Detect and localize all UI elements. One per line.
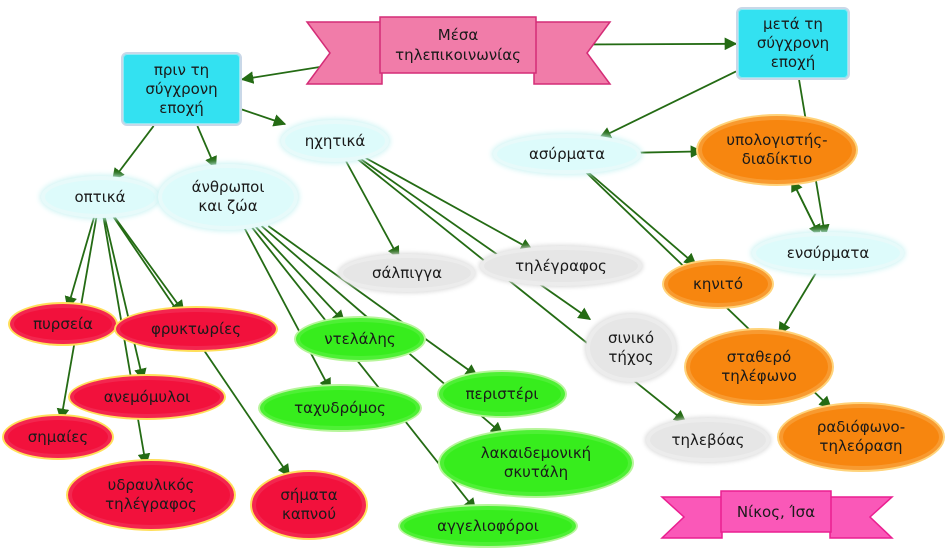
edge-ensyrmata-to-statheros [778, 269, 819, 336]
node-label: ηχητικά [304, 131, 366, 150]
node-label: ενσύρματα [786, 243, 870, 262]
author-banner [660, 490, 894, 539]
node-pyrseia: πυρσεία [14, 308, 112, 340]
edge-optika-to-pyrseia [64, 213, 96, 310]
node-anthropoi: άνθρωποι και ζώα [162, 168, 294, 226]
node-label: ασύρματα [529, 144, 605, 163]
edge-anthropoi-to-tachydromos [242, 225, 332, 392]
node-tilegrafos: τηλέγραφος [484, 250, 638, 282]
node-simata: σήματα καπνού [256, 476, 362, 534]
node-ydravlikos: υδραυλικός τηλέγραφος [72, 465, 230, 525]
node-after-modern-era: μετά τη σύγχρονη εποχή [736, 7, 850, 80]
node-label: σινικό τήχος [607, 329, 655, 366]
node-radiofono: ραδιόφωνο- τηλεόραση [783, 408, 939, 466]
author-box [720, 490, 832, 533]
node-label: λακαιδεμονική σκυτάλη [480, 444, 592, 481]
node-label: σταθερό τηλέφωνο [721, 348, 797, 385]
node-before-modern-era: πριν τη σύγχρονη εποχή [121, 52, 242, 126]
author-ribbon-back-right [829, 496, 894, 539]
edge-asyrmata-to-ypologistis [636, 145, 704, 158]
edge-anthropoi-to-ntelalis [254, 225, 346, 323]
edge-optika-to-ydravlikos [102, 213, 151, 467]
node-simaies: σημαίες [8, 420, 108, 454]
title-ribbon-back-right [533, 21, 612, 85]
node-label: αγγελιοφόροι [437, 516, 539, 535]
edge-before-to-anthropoi [196, 125, 217, 170]
node-aggeliofori: αγγελιοφόροι [404, 510, 572, 542]
edge-before-to-optika [112, 125, 155, 182]
node-kinito: κηνιτό [668, 265, 768, 303]
node-label: ντελάλης [324, 329, 396, 348]
edge-anthropoi-to-peristeri [267, 225, 479, 377]
node-tilevoas: τηλεβόας [650, 422, 766, 458]
edge-ichitika-to-siniko [358, 157, 592, 321]
edge-before-to-ichitika [241, 108, 287, 127]
node-ichitika: ηχητικά [285, 124, 385, 158]
node-label: μετά τη σύγχρονη εποχή [756, 15, 830, 71]
node-label: κηνιτό [692, 274, 743, 293]
author-label: Νίκος, Ίσα [737, 503, 815, 521]
node-ntelalis: ντελάλης [300, 322, 420, 356]
edge-ichitika-to-salpigga [343, 157, 400, 260]
node-salpigga: σάλπιγγα [343, 258, 471, 288]
node-anemomyloi: ανεμόμυλοι [74, 380, 220, 414]
edge-after-to-asyrmata [598, 70, 737, 139]
node-label: πριν τη σύγχρονη εποχή [145, 60, 218, 117]
node-ensyrmata: ενσύρματα [756, 236, 900, 270]
edge-ichitika-to-tilevoas [355, 157, 687, 423]
node-label: περιστέρι [465, 384, 539, 403]
node-peristeri: περιστέρι [443, 376, 561, 412]
node-siniko: σινικό τήχος [590, 318, 672, 378]
node-label: ανεμόμυλοι [103, 387, 191, 406]
node-lakaidemoniki: λακαιδεμονική σκυτάλη [444, 434, 628, 492]
author-ribbon-back [660, 496, 723, 539]
node-optika: οπτικά [45, 180, 155, 214]
node-label: φρυκτωρίες [150, 319, 242, 338]
edge-ichitika-to-tilegrafos [365, 157, 534, 251]
node-label: σάλπιγγα [371, 263, 443, 282]
node-label: υδραυλικός τηλέγραφος [105, 476, 197, 513]
node-ypologistis: υπολογιστής- διαδίκτιο [702, 120, 852, 180]
node-label: υπολογιστής- διαδίκτιο [726, 131, 828, 168]
node-statheros: σταθερό τηλέφωνο [690, 334, 828, 400]
edge-ypologistis-to-ensyrmata [791, 179, 821, 238]
node-fryktories: φρυκτωρίες [120, 312, 272, 346]
edge-optika-to-anemomyloi [103, 213, 147, 382]
node-label: τηλέγραφος [515, 256, 607, 275]
node-label: οπτικά [74, 187, 126, 206]
title-ribbon-back [305, 21, 383, 85]
edge-anthropoi-to-aggeliofori [250, 225, 477, 511]
title-banner [305, 16, 612, 85]
node-asyrmata: ασύρματα [497, 138, 637, 170]
node-label: ταχυδρόμος [294, 398, 386, 417]
node-label: σήματα καπνού [280, 486, 338, 523]
title-box [379, 16, 537, 74]
node-label: σημαίες [27, 427, 89, 446]
node-label: πυρσεία [33, 314, 93, 333]
node-label: ραδιόφωνο- τηλεόραση [816, 418, 906, 455]
node-label: άνθρωποι και ζώα [191, 178, 265, 215]
node-label: τηλεβόας [671, 430, 745, 449]
edge-optika-to-fryktories [111, 213, 185, 314]
edge-asyrmata-to-kinito [585, 169, 697, 266]
node-tachydromos: ταχυδρόμος [264, 390, 416, 426]
